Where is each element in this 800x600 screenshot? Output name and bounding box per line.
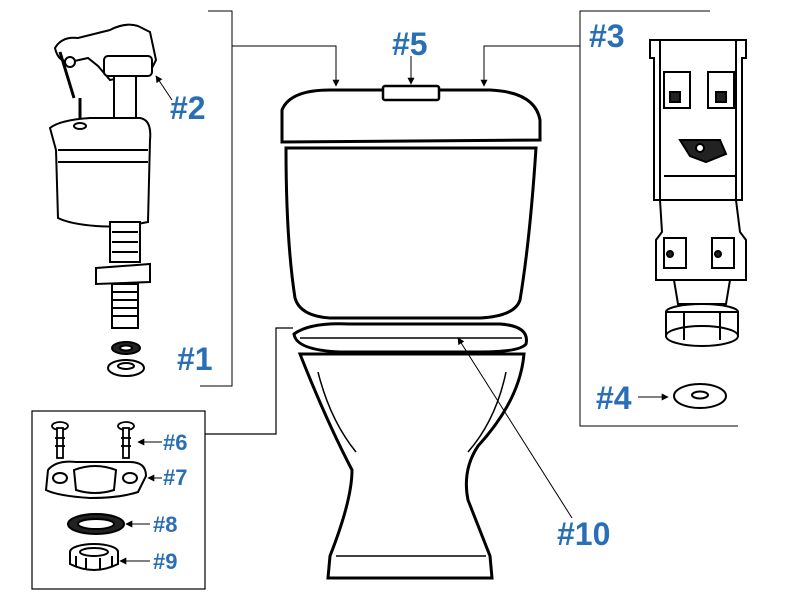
hinge-plate [44,460,148,500]
fill-valve-illustration [48,23,158,377]
hinge-bolts [51,421,135,459]
fill-valve-bracket [200,10,340,387]
callout-6: #6 [163,430,188,455]
callout-9: #9 [153,549,178,574]
callout-8: #8 [153,512,178,537]
callout-2: #2 [170,90,206,126]
tank-lid [280,88,542,144]
bowl [297,352,526,580]
callout-2-arrow [155,75,173,101]
callout-4: #4 [596,380,632,416]
seat-hinge-box [31,327,293,590]
tank-body [284,146,538,320]
callout-5: #5 [392,26,428,62]
flush-valve-bracket [480,10,738,427]
flush-button [381,84,441,102]
toilet-illustration [280,84,542,580]
flush-valve-illustration [649,39,747,347]
nut-9 [69,543,119,571]
callout-10-arrow [457,337,573,519]
callout-1: #1 [177,341,213,377]
callout-7: #7 [163,465,188,490]
seal-ring-8 [67,513,125,535]
washer-4 [673,383,727,409]
callout-3: #3 [589,18,625,54]
callout-10: #10 [557,516,611,552]
